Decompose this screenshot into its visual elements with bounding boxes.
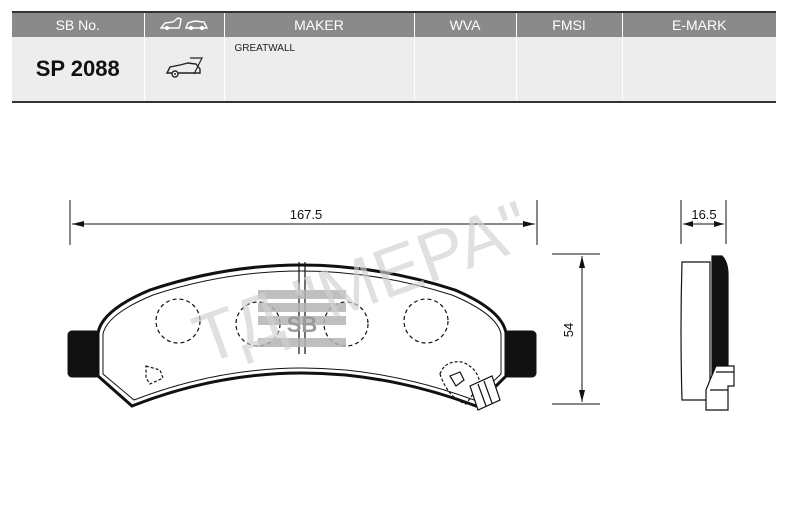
header-car-icon-cell [143, 11, 224, 37]
width-label: 167.5 [290, 207, 323, 222]
front-axle-car-icon [165, 56, 203, 78]
header-wva: WVA [413, 11, 516, 37]
table-row: SP 2088 GREATWALL [12, 37, 776, 103]
brake-pad-side-view [680, 255, 735, 411]
wear-indicator-inner [449, 371, 465, 387]
anti-rattle-clip-left [145, 365, 164, 385]
header-maker: MAKER [223, 11, 414, 37]
left-ear [67, 330, 101, 378]
fmsi-value [515, 37, 622, 103]
axle-icon-cell [143, 37, 224, 103]
header-fmsi: FMSI [515, 11, 622, 37]
side-tab [705, 365, 735, 411]
part-number: SP 2088 [12, 37, 144, 103]
car-pair-icon [159, 16, 209, 30]
friction-outline [102, 270, 502, 401]
side-backing-plate [711, 255, 729, 377]
sb-logo-text: SB [287, 312, 318, 337]
thickness-dimension [680, 200, 727, 244]
right-ear [503, 330, 537, 378]
header-emark: E-MARK [621, 11, 776, 37]
side-friction-block [680, 261, 711, 401]
spec-table: SB No. MAKER WVA FMSI E-MARK SP 2088 GRE… [12, 11, 776, 103]
backing-plate [96, 263, 508, 408]
sb-logo [258, 290, 346, 347]
brake-pad-front-view [67, 262, 537, 411]
emark-value [621, 37, 776, 103]
wva-value [413, 37, 516, 103]
table-header-row: SB No. MAKER WVA FMSI E-MARK [12, 11, 776, 37]
height-dimension [552, 253, 600, 405]
wear-indicator-tab [469, 375, 501, 411]
width-dimension [69, 200, 538, 245]
height-label: 54 [561, 323, 576, 337]
maker-value: GREATWALL [223, 37, 414, 103]
thickness-label: 16.5 [691, 207, 716, 222]
header-sb-no: SB No. [12, 11, 144, 37]
